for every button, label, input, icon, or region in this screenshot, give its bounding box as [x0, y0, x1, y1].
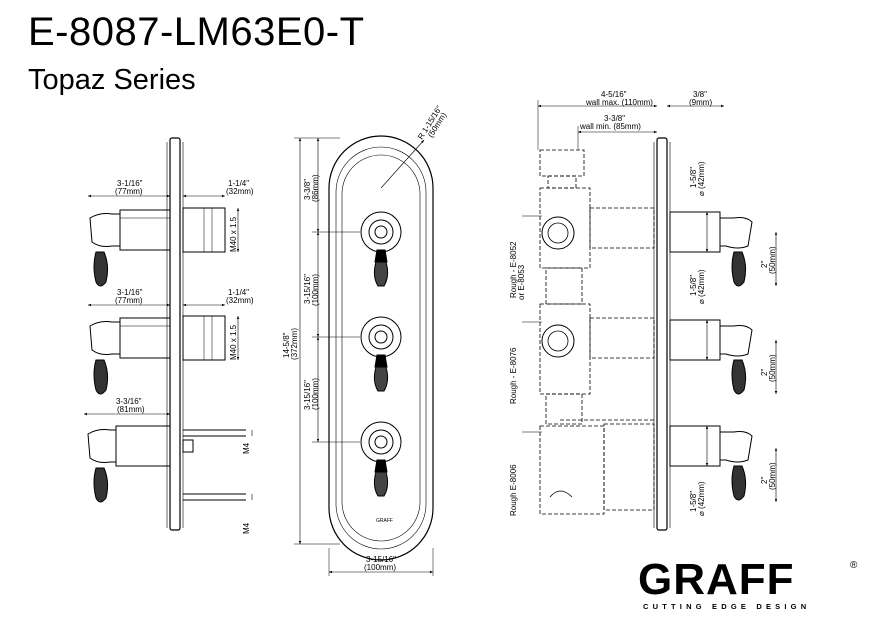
brand-registered: ® — [850, 560, 858, 571]
dim-bottom-depth: 3-3/16" — [116, 397, 142, 406]
brand-name: GRAFF — [638, 555, 795, 604]
side-view-labels: 3-1/16" (77mm) 1-1/4" (32mm) M40 x 1.5 3… — [115, 179, 254, 534]
dim-mid-depth-mm: (77mm) — [115, 296, 143, 305]
dim-h-1: 2" — [760, 261, 769, 268]
dim-mid-depth: 3-1/16" — [117, 288, 143, 297]
dim-top-stem: 1-1/4" — [228, 179, 249, 188]
dim-top-stem-mm: (32mm) — [226, 187, 254, 196]
front-handle-top — [360, 211, 402, 287]
dim-h-2: 2" — [760, 369, 769, 376]
dim-top-depth-mm: (77mm) — [115, 187, 143, 196]
dim-top-thread: M40 x 1.5 — [229, 216, 238, 252]
side-handle-middle — [89, 315, 226, 395]
dim-dia-2-mm: ⌀ (42mm) — [697, 269, 706, 304]
model-title: E-8087-LM63E0-T — [28, 10, 365, 54]
dim-spacing-1-mm: (100mm) — [311, 274, 320, 306]
dim-mid-stem: 1-1/4" — [228, 288, 249, 297]
front-handle-middle — [360, 316, 402, 392]
dim-dia-3: 1-5/8" — [689, 491, 698, 512]
graff-logo: GRAFF ® CUTTING EDGE DESIGN — [638, 555, 858, 611]
rough-label-1: Rough - E-8052 — [509, 241, 518, 298]
dim-h-1-mm: (50mm) — [768, 246, 777, 274]
rough-label-2: Rough - E-8076 — [509, 347, 518, 404]
dim-width-mm: (100mm) — [364, 563, 396, 572]
dim-m4-upper: M4 — [242, 442, 251, 454]
front-plate-inner — [335, 146, 427, 550]
dim-total-height-mm: (372mm) — [290, 328, 299, 360]
section-view — [522, 100, 778, 531]
rough-label-1b: or E-8053 — [517, 264, 526, 300]
front-handle-bottom — [360, 421, 402, 497]
rough-valve-bodies — [539, 149, 655, 515]
dim-width: 3-15/16" — [366, 555, 396, 564]
dim-mid-thread: M40 x 1.5 — [229, 324, 238, 360]
dim-dia-2: 1-5/8" — [689, 275, 698, 296]
dim-spacing-1: 3-15/16" — [303, 274, 312, 304]
dim-top-offset-mm: (86mm) — [311, 174, 320, 202]
section-handle-middle — [669, 319, 753, 395]
dim-wall-min: 3-3/8" — [604, 114, 625, 123]
rough-label-3: Rough E-8006 — [509, 464, 518, 516]
side-handle-bottom — [87, 425, 246, 503]
dim-spacing-2-mm: (100mm) — [311, 378, 320, 410]
dim-top-depth: 3-1/16" — [117, 179, 143, 188]
front-view — [294, 135, 434, 576]
dim-wall-max-label: wall max. (110mm) — [585, 98, 653, 107]
side-handle-top — [89, 207, 226, 287]
front-view-labels: GRAFF R 1-15/16" (50mm) 3-3/8" (86mm) 3-… — [282, 104, 448, 572]
front-plate-outer — [328, 135, 434, 561]
dim-plate: 3/8" — [693, 90, 707, 99]
dim-dia-3-mm: ⌀ (42mm) — [697, 481, 706, 516]
dim-dia-1-mm: ⌀ (42mm) — [697, 161, 706, 196]
dim-m4-lower: M4 — [242, 522, 251, 534]
brand-tagline: CUTTING EDGE DESIGN — [643, 602, 810, 611]
dim-bottom-depth-mm: (81mm) — [117, 405, 145, 414]
section-handle-bottom — [669, 425, 753, 501]
series-subtitle: Topaz Series — [28, 64, 196, 96]
dim-h-2-mm: (50mm) — [768, 354, 777, 382]
dim-plate-mm: (9mm) — [689, 98, 712, 107]
plate-logo: GRAFF — [376, 518, 393, 524]
dim-h-3-mm: (50mm) — [768, 462, 777, 490]
section-wall-plate — [656, 137, 668, 531]
dim-h-3: 2" — [760, 477, 769, 484]
dim-mid-stem-mm: (32mm) — [226, 296, 254, 305]
section-handle-top — [669, 211, 753, 287]
dim-spacing-2: 3-15/16" — [303, 380, 312, 410]
dim-top-offset: 3-3/8" — [303, 179, 312, 200]
section-view-labels: 4-5/16" wall max. (110mm) 3-3/8" wall mi… — [509, 90, 777, 516]
dim-total-height: 14-5/8" — [282, 332, 291, 358]
dim-wall-min-label: wall min. (85mm) — [579, 122, 641, 131]
side-wall-plate — [169, 137, 181, 531]
dim-dia-1: 1-5/8" — [689, 167, 698, 188]
side-view — [84, 137, 253, 531]
dim-wall-max: 4-5/16" — [601, 90, 627, 99]
